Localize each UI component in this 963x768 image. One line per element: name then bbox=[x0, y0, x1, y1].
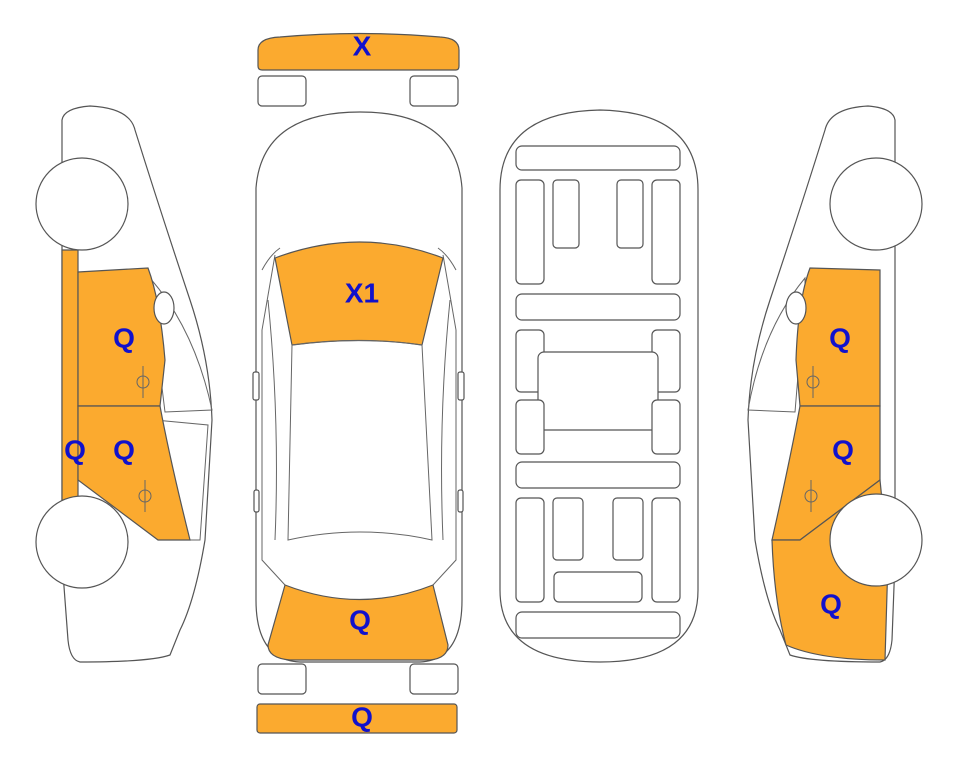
underside-mid-crossmember-2 bbox=[515, 461, 681, 489]
top-view-body bbox=[255, 111, 463, 663]
marker-left-rear-door: Q bbox=[113, 434, 135, 465]
marker-front-bumper: X bbox=[353, 30, 372, 61]
right-pillar-line bbox=[432, 254, 457, 586]
underside-rear-right bbox=[612, 497, 644, 561]
right-mirror bbox=[457, 371, 465, 401]
underside-rear-left bbox=[552, 497, 584, 561]
left-inner-line bbox=[267, 299, 277, 541]
marker-rear-bumper: Q bbox=[351, 701, 373, 732]
marker-right-rear-quarter: Q bbox=[820, 588, 842, 619]
underside-front-crossmember bbox=[515, 145, 681, 171]
left-rear-door-panel[interactable] bbox=[77, 405, 191, 541]
right-front-wheel[interactable] bbox=[829, 157, 923, 251]
marker-rear-window: Q bbox=[349, 604, 371, 635]
underside-left-mid-rail-2 bbox=[515, 399, 545, 455]
underside-fuel-tank bbox=[553, 571, 643, 603]
marker-left-front-door: Q bbox=[113, 322, 135, 353]
damage-markers: X X1 Q Q Q Q Q Q Q Q bbox=[64, 30, 854, 732]
right-side-view bbox=[747, 105, 923, 663]
left-rear-wheel[interactable] bbox=[35, 495, 129, 589]
rear-bumper-panel[interactable] bbox=[256, 703, 458, 734]
front-bumper-group bbox=[257, 32, 460, 107]
marker-left-rocker: Q bbox=[64, 434, 86, 465]
rear-left-taillight bbox=[257, 663, 307, 695]
left-front-wheel[interactable] bbox=[35, 157, 129, 251]
underside-center-tunnel bbox=[537, 351, 659, 431]
underside-engine-right bbox=[616, 179, 644, 249]
rear-right-taillight bbox=[409, 663, 459, 695]
top-view bbox=[252, 111, 465, 663]
underside-left-rail-rear bbox=[515, 497, 545, 603]
right-mirror-side bbox=[785, 291, 807, 325]
underside-engine-left bbox=[552, 179, 580, 249]
front-bumper-panel[interactable] bbox=[257, 32, 460, 71]
underside-right-rail-front bbox=[651, 179, 681, 285]
marker-right-front-door: Q bbox=[829, 322, 851, 353]
left-side-view bbox=[35, 105, 213, 663]
right-inner-line bbox=[441, 299, 451, 541]
underside-mid-crossmember-1 bbox=[515, 293, 681, 321]
marker-windshield: X1 bbox=[345, 277, 379, 308]
roof-outline bbox=[287, 340, 433, 541]
underside-view bbox=[499, 109, 699, 663]
underside-rear-crossmember bbox=[515, 611, 681, 639]
left-handle bbox=[253, 489, 260, 513]
rear-bumper-group bbox=[256, 663, 459, 734]
left-mirror-side bbox=[153, 291, 175, 325]
front-left-headlight bbox=[257, 75, 307, 107]
left-mirror bbox=[252, 371, 260, 401]
hood-line-right bbox=[437, 247, 457, 271]
underside-right-rail-rear bbox=[651, 497, 681, 603]
underside-left-rail-front bbox=[515, 179, 545, 285]
left-pillar-line bbox=[261, 254, 286, 586]
front-right-headlight bbox=[409, 75, 459, 107]
underside-right-mid-rail-2 bbox=[651, 399, 681, 455]
rear-window-panel[interactable] bbox=[267, 584, 449, 661]
right-handle bbox=[457, 489, 464, 513]
right-rear-wheel[interactable] bbox=[829, 493, 923, 587]
marker-right-rear-door: Q bbox=[832, 434, 854, 465]
hood-line bbox=[261, 247, 281, 271]
